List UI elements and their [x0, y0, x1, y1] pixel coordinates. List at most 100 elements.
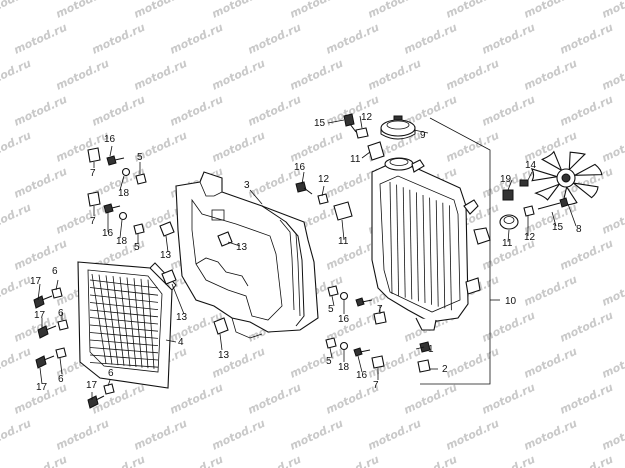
watermark-text: motod.ru [480, 93, 537, 129]
watermark-text: motod.ru [246, 93, 303, 129]
watermark-text: motod.ru [402, 381, 459, 417]
watermark-text: motod.ru [522, 345, 579, 381]
watermark-text: motod.ru [12, 237, 69, 273]
watermark-text: motod.ru [0, 345, 33, 381]
watermark-text: motod.ru [480, 21, 537, 57]
watermark-text: motod.ru [0, 0, 33, 21]
watermark-text: motod.ru [288, 0, 345, 21]
watermark-text: motod.ru [600, 417, 625, 453]
callout-5a: 5 [137, 152, 143, 163]
watermark-text: motod.ru [54, 129, 111, 165]
watermark-text: motod.ru [246, 21, 303, 57]
watermark-text: motod.ru [558, 93, 615, 129]
watermark-text: motod.ru [90, 93, 147, 129]
watermark-text: motod.ru [210, 57, 267, 93]
watermark-text: motod.ru [0, 417, 33, 453]
cooling-fan-part-8 [530, 150, 603, 207]
watermark-text: motod.ru [558, 21, 615, 57]
watermark-text: motod.ru [132, 0, 189, 21]
callout-6c: 6 [58, 374, 64, 385]
watermark-text: motod.ru [132, 57, 189, 93]
callout-7d: 7 [373, 380, 379, 391]
watermark-text: motod.ru [480, 381, 537, 417]
watermark-text: motod.ru [558, 237, 615, 273]
watermark-text: motod.ru [168, 93, 225, 129]
watermark-text: motod.ru [12, 453, 69, 468]
watermark-text: motod.ru [12, 21, 69, 57]
radiator-core-part-10 [371, 157, 491, 331]
callout-18b: 18 [116, 236, 128, 247]
callout-15b: 15 [552, 222, 564, 233]
watermark-text: motod.ru [444, 129, 501, 165]
callout-6a: 6 [52, 266, 58, 277]
callout-7b: 7 [90, 216, 96, 227]
callout-6d: 6 [108, 368, 114, 379]
watermark-text: motod.ru [522, 0, 579, 21]
watermark-text: motod.ru [12, 165, 69, 201]
callout-15a: 15 [314, 118, 326, 129]
watermark-text: motod.ru [444, 57, 501, 93]
watermark-text: motod.ru [558, 453, 615, 468]
watermark-text: motod.ru [210, 129, 267, 165]
callout-19: 19 [500, 174, 512, 185]
watermark-text: motod.ru [246, 453, 303, 468]
callout-13b: 13 [176, 312, 188, 323]
watermark-text: motod.ru [444, 417, 501, 453]
callout-16a: 16 [104, 134, 116, 145]
callout-12a: 12 [361, 112, 373, 123]
callout-9: 9 [420, 130, 426, 141]
watermark-text: motod.ru [600, 57, 625, 93]
watermark-text: motod.ru [480, 309, 537, 345]
watermark-text: motod.ru [522, 273, 579, 309]
watermark-text: motod.ru [480, 453, 537, 468]
callout-13d: 13 [218, 350, 230, 361]
callout-5c: 5 [328, 304, 334, 315]
watermark-text: motod.ru [366, 0, 423, 21]
callout-3: 3 [244, 180, 250, 191]
radiator-cap-part-9 [380, 115, 416, 140]
watermark-text: motod.ru [444, 0, 501, 21]
watermark-text: motod.ru [558, 309, 615, 345]
callout-1: 1 [428, 344, 434, 355]
watermark-text: motod.ru [522, 417, 579, 453]
watermark-text: motod.ru [54, 57, 111, 93]
watermark-text: motod.ru [600, 0, 625, 21]
radiator-mount-fasteners [325, 285, 387, 369]
callout-11c: 11 [502, 238, 513, 249]
callout-5b: 5 [134, 242, 140, 253]
callout-17a: 17 [30, 276, 42, 287]
watermark-text: motod.ru [246, 381, 303, 417]
callout-11b: 11 [338, 236, 349, 247]
watermark-text: motod.ru [288, 417, 345, 453]
callout-16d: 16 [338, 314, 350, 325]
watermark-text: motod.ru [0, 129, 33, 165]
watermark-text: motod.ru [90, 21, 147, 57]
watermark-text: motod.ru [522, 57, 579, 93]
radiator-shroud-part-3 [175, 171, 319, 339]
fan-side-hardware [499, 179, 569, 230]
top-hose-hardware [295, 113, 385, 221]
watermark-text: motod.ru [168, 21, 225, 57]
watermark-text: motod.ru [90, 453, 147, 468]
shroud-fasteners-left [87, 147, 147, 235]
watermark-text: motod.ru [168, 381, 225, 417]
callout-12c: 12 [524, 232, 536, 243]
watermark-text: motod.ru [288, 57, 345, 93]
callout-13c: 13 [236, 242, 248, 253]
callout-12b: 12 [318, 174, 330, 185]
callout-17d: 17 [86, 380, 98, 391]
leader-lines [37, 115, 577, 400]
callout-18c: 18 [338, 362, 350, 373]
callout-17c: 17 [36, 382, 48, 393]
watermark-text: motod.ru [366, 57, 423, 93]
assembly-frame-outline [420, 117, 491, 385]
callout-11a: 11 [350, 154, 361, 165]
callout-8: 8 [576, 224, 582, 235]
watermark-text: motod.ru [0, 273, 33, 309]
callout-7c: 7 [377, 304, 383, 315]
callout-2: 2 [442, 364, 448, 375]
callout-labels: 1 2 3 4 5 5 5 5 6 6 6 6 7 7 7 7 8 9 10 1… [30, 112, 582, 393]
watermark-text: motod.ru [54, 0, 111, 21]
